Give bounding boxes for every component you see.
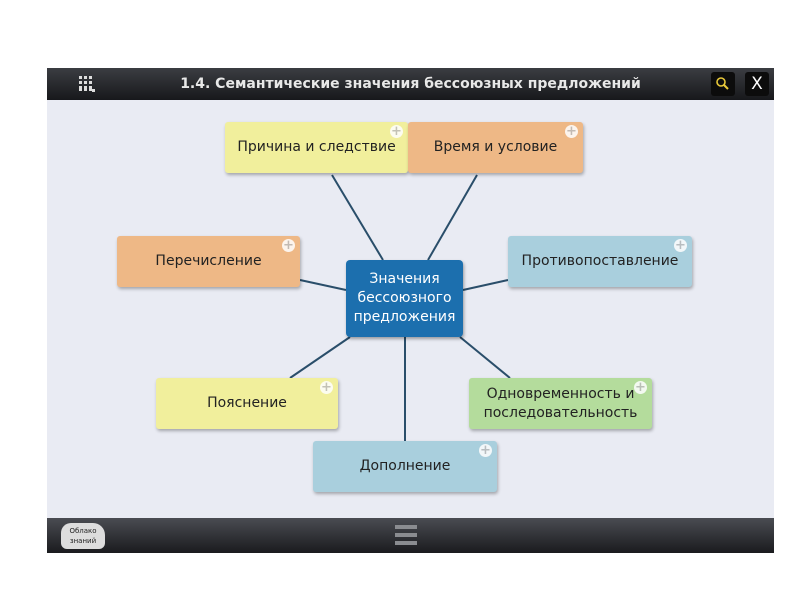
connector-line	[299, 279, 347, 291]
node-label: Дополнение	[359, 458, 451, 474]
search-button[interactable]	[711, 72, 735, 96]
bottom-bar: Облако знаний	[47, 518, 774, 553]
expand-icon[interactable]: +	[565, 124, 578, 139]
logo: Облако знаний	[61, 523, 105, 549]
node-label: Одновременность и последовательность	[483, 385, 638, 421]
grid-menu-icon[interactable]	[77, 74, 97, 94]
connector-line	[289, 336, 351, 379]
page-title: 1.4. Семантические значения бессоюзных п…	[180, 76, 641, 92]
expand-icon[interactable]: +	[674, 238, 687, 253]
connector-line	[462, 279, 509, 291]
node-explanation[interactable]: Пояснение +	[156, 378, 338, 429]
node-label: Время и условие	[433, 139, 558, 155]
expand-icon[interactable]: +	[479, 443, 492, 458]
center-label: Значения бессоюзного предложения	[353, 271, 456, 325]
expand-icon[interactable]: +	[634, 380, 647, 395]
title-bar: 1.4. Семантические значения бессоюзных п…	[47, 68, 774, 100]
search-icon	[716, 77, 729, 90]
node-label: Причина и следствие	[237, 139, 396, 155]
node-label: Перечисление	[155, 253, 262, 269]
node-simultaneity-sequence[interactable]: Одновременность и последовательность+	[469, 378, 652, 429]
connector-line	[459, 336, 511, 379]
node-cause-effect[interactable]: Причина и следствие+	[225, 122, 408, 173]
connector-lines	[289, 174, 511, 441]
connector-line	[427, 174, 478, 261]
node-time-condition[interactable]: Время и условие +	[408, 122, 583, 173]
logo-text: Облако знаний	[69, 527, 97, 545]
node-label: Противопоставление	[521, 253, 679, 269]
node-complement[interactable]: Дополнение +	[313, 441, 497, 492]
hamburger-icon[interactable]	[395, 525, 417, 545]
app-window: 1.4. Семантические значения бессоюзных п…	[47, 68, 774, 553]
node-contrast[interactable]: Противопоставление+	[508, 236, 692, 287]
expand-icon[interactable]: +	[320, 380, 333, 395]
expand-icon[interactable]: +	[282, 238, 295, 253]
node-enumeration[interactable]: Перечисление +	[117, 236, 300, 287]
close-button[interactable]: X	[745, 72, 769, 96]
expand-icon[interactable]: +	[390, 124, 403, 139]
center-node: Значения бессоюзного предложения	[346, 260, 463, 337]
connector-line	[331, 174, 384, 261]
node-label: Пояснение	[207, 395, 287, 411]
